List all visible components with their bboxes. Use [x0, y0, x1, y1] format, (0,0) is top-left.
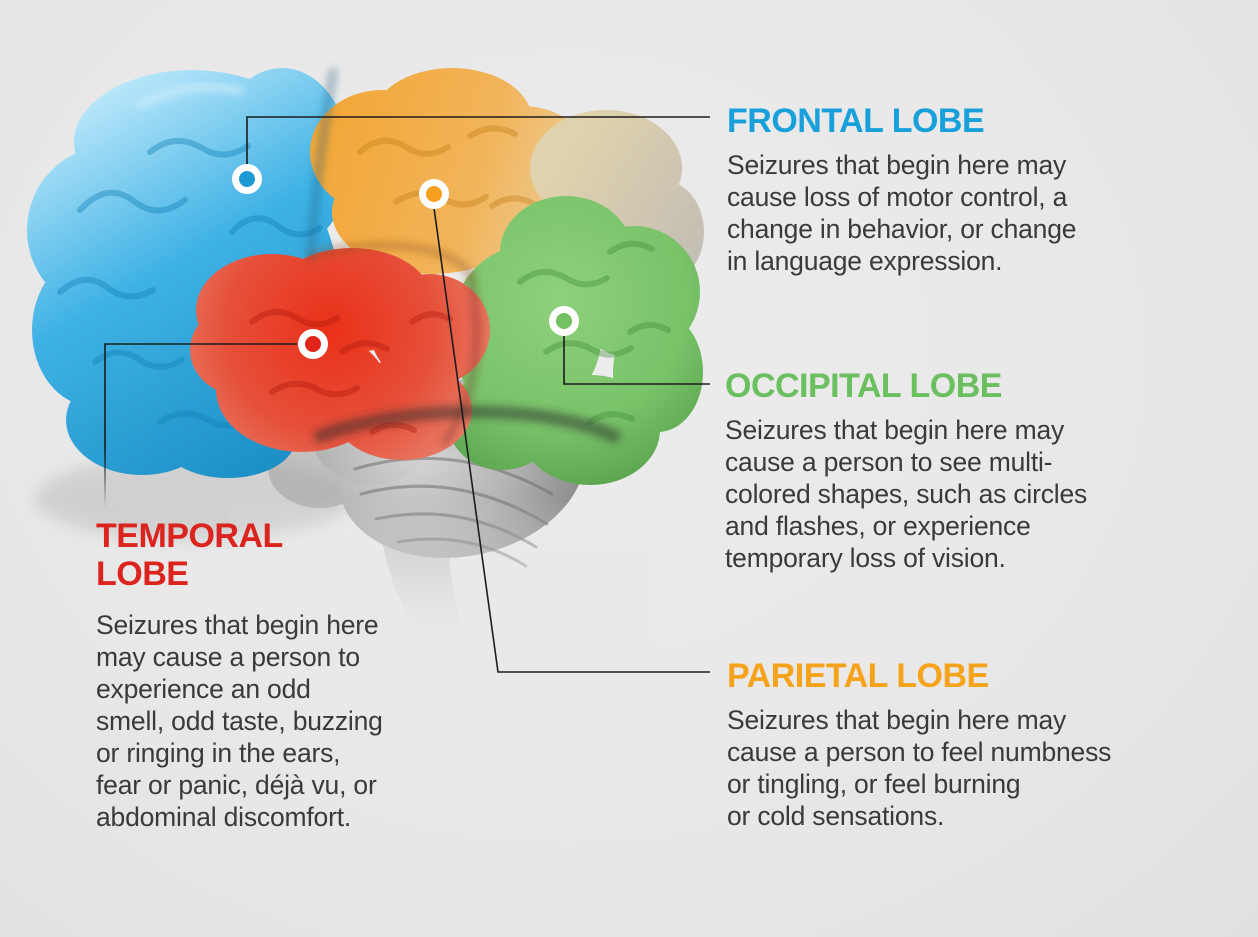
frontal-lobe-description: Seizures that begin here may cause loss … — [727, 150, 1077, 276]
frontal-lobe-title: FRONTAL LOBE — [727, 102, 985, 140]
parietal-connector-line — [433, 207, 710, 673]
frontal-connector-line — [246, 116, 710, 164]
occipital-connector-line — [563, 336, 710, 385]
parietal-lobe-title: PARIETAL LOBE — [727, 657, 989, 695]
occipital-lobe-description: Seizures that begin here may cause a per… — [725, 415, 1088, 573]
temporal-lobe-title: TEMPORAL LOBE — [96, 517, 283, 593]
parietal-lobe-description: Seizures that begin here may cause a per… — [727, 705, 1112, 831]
parietal-lobe-marker — [419, 179, 449, 209]
lobe-markers — [232, 164, 579, 359]
occipital-lobe-marker — [549, 306, 579, 336]
connector-lines — [104, 116, 710, 673]
temporal-lobe-region — [190, 248, 490, 460]
temporal-lobe-marker — [298, 329, 328, 359]
occipital-lobe-title: OCCIPITAL LOBE — [725, 367, 1002, 405]
temporal-connector-line — [104, 343, 297, 448]
frontal-lobe-region — [27, 68, 350, 478]
frontal-lobe-marker — [232, 164, 262, 194]
parietal-lobe-callout: PARIETAL LOBE Seizures that begin here m… — [727, 657, 1207, 832]
temporal-lobe-description: Seizures that begin here may cause a per… — [96, 610, 383, 832]
lobe-seams — [307, 68, 621, 446]
frontal-lobe-callout: FRONTAL LOBE Seizures that begin here ma… — [727, 102, 1207, 277]
bottom-fade — [230, 498, 650, 668]
occipital-lobe-callout: OCCIPITAL LOBE Seizures that begin here … — [725, 367, 1205, 574]
temporal-lobe-callout: TEMPORAL LOBE Seizures that begin here m… — [96, 517, 516, 833]
